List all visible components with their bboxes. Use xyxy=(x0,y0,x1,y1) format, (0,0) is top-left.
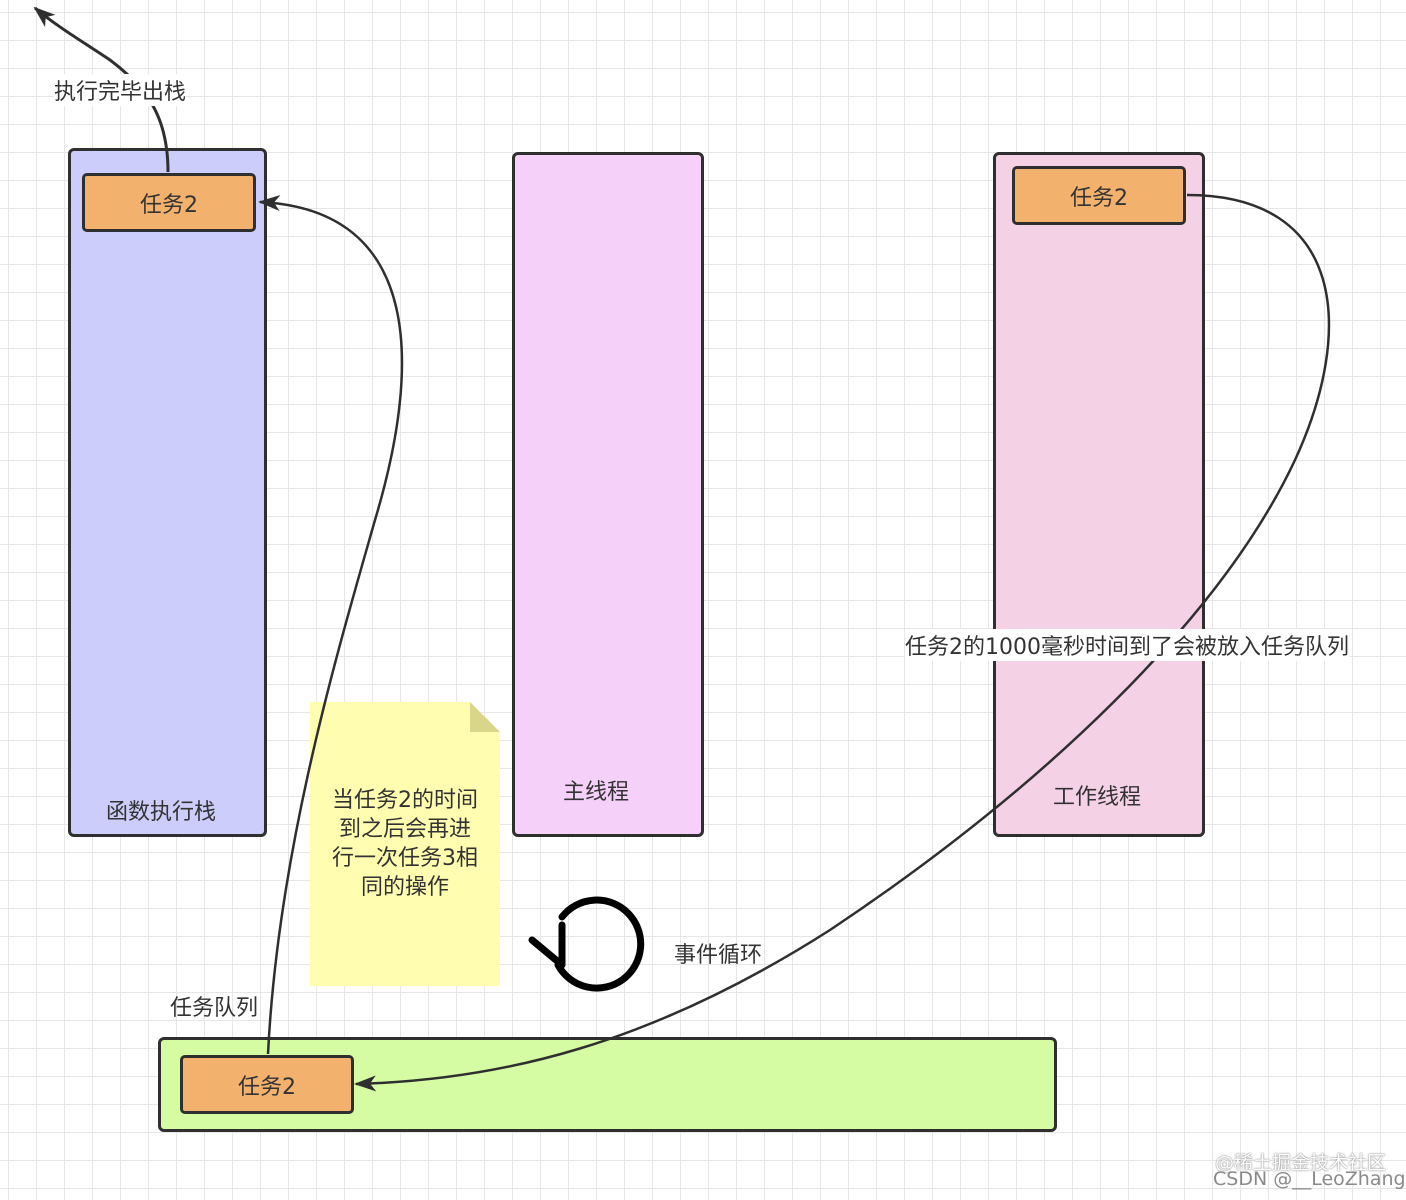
call-stack-task: 任务2 xyxy=(82,173,256,232)
timer-done-label: 任务2的1000毫秒时间到了会被放入任务队列 xyxy=(905,629,1349,661)
note-line: 同的操作 xyxy=(360,875,449,900)
task-queue-label: 任务队列 xyxy=(170,996,259,1021)
sticky-note xyxy=(310,702,500,986)
queue-to-stack-arrow xyxy=(258,194,404,1055)
call-stack-column xyxy=(68,148,267,837)
call-stack-label: 函数执行栈 xyxy=(106,800,217,825)
worker-thread-label: 工作线程 xyxy=(1053,785,1142,810)
queue-task: 任务2 xyxy=(180,1055,354,1114)
note-line: 当任务2的时间 xyxy=(332,788,478,813)
watermark-csdn: CSDN @__LeoZhang xyxy=(1213,1168,1406,1190)
event-loop-label: 事件循环 xyxy=(674,943,763,968)
worker-thread-column xyxy=(993,152,1205,837)
watermark-juejin: @稀土掘金技术社区 xyxy=(1215,1152,1387,1174)
note-line: 到之后会再进 xyxy=(338,817,471,842)
refresh-icon xyxy=(528,896,645,992)
worker-to-queue-arrow xyxy=(354,193,1331,1092)
pop-stack-arrow xyxy=(33,6,170,173)
main-thread-label: 主线程 xyxy=(563,780,630,805)
sticky-note-text: 当任务2的时间 到之后会再进 行一次任务3相 同的操作 xyxy=(310,786,500,902)
pop-stack-label: 执行完毕出栈 xyxy=(54,74,187,106)
note-line: 行一次任务3相 xyxy=(332,846,478,871)
worker-thread-task: 任务2 xyxy=(1012,166,1186,225)
main-thread-column xyxy=(512,152,704,837)
